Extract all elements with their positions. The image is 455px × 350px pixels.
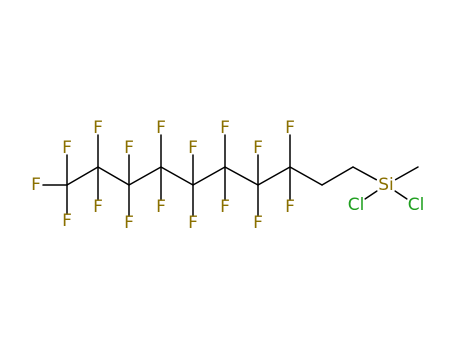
bond-c3-c4 (128, 166, 162, 186)
atom-label-f3: F (62, 211, 72, 231)
atom-label-f10: F (188, 138, 198, 158)
bond-si-cl2 (394, 190, 408, 200)
atom-label-f2: F (31, 175, 41, 195)
atom-label-cl2: Cl (408, 195, 425, 215)
bond-c6-c7 (224, 166, 259, 186)
bond-si-me (394, 166, 419, 181)
atom-label-f16: F (285, 118, 295, 138)
atom-label-f15: F (253, 213, 263, 233)
bond-c7-c8 (257, 166, 291, 186)
atom-label-cl1: Cl (348, 195, 365, 215)
bond-c9-c10 (321, 166, 354, 186)
bond-c8-c9 (289, 166, 323, 186)
atom-label-f9: F (156, 197, 166, 217)
bond-c10-si (352, 166, 378, 181)
atom-label-f14: F (253, 138, 263, 158)
atom-label-f4: F (93, 118, 103, 138)
bond-layer (42, 134, 419, 217)
atom-label-f17: F (285, 197, 295, 217)
atom-label-f1: F (62, 138, 72, 158)
bond-si-cl1 (364, 190, 378, 200)
atom-label-f7: F (124, 213, 134, 233)
atom-label-f13: F (220, 197, 230, 217)
bond-c1-c2 (66, 166, 99, 186)
bond-c5-c6 (192, 166, 226, 186)
atom-label-f5: F (93, 197, 103, 217)
atom-label-f11: F (188, 213, 198, 233)
bond-c4-c5 (160, 166, 194, 186)
bond-c2-c3 (97, 166, 130, 186)
atom-label-si: Si (378, 175, 394, 195)
atom-label-f12: F (220, 118, 230, 138)
atom-label-f6: F (124, 138, 134, 158)
atom-label-f8: F (156, 118, 166, 138)
